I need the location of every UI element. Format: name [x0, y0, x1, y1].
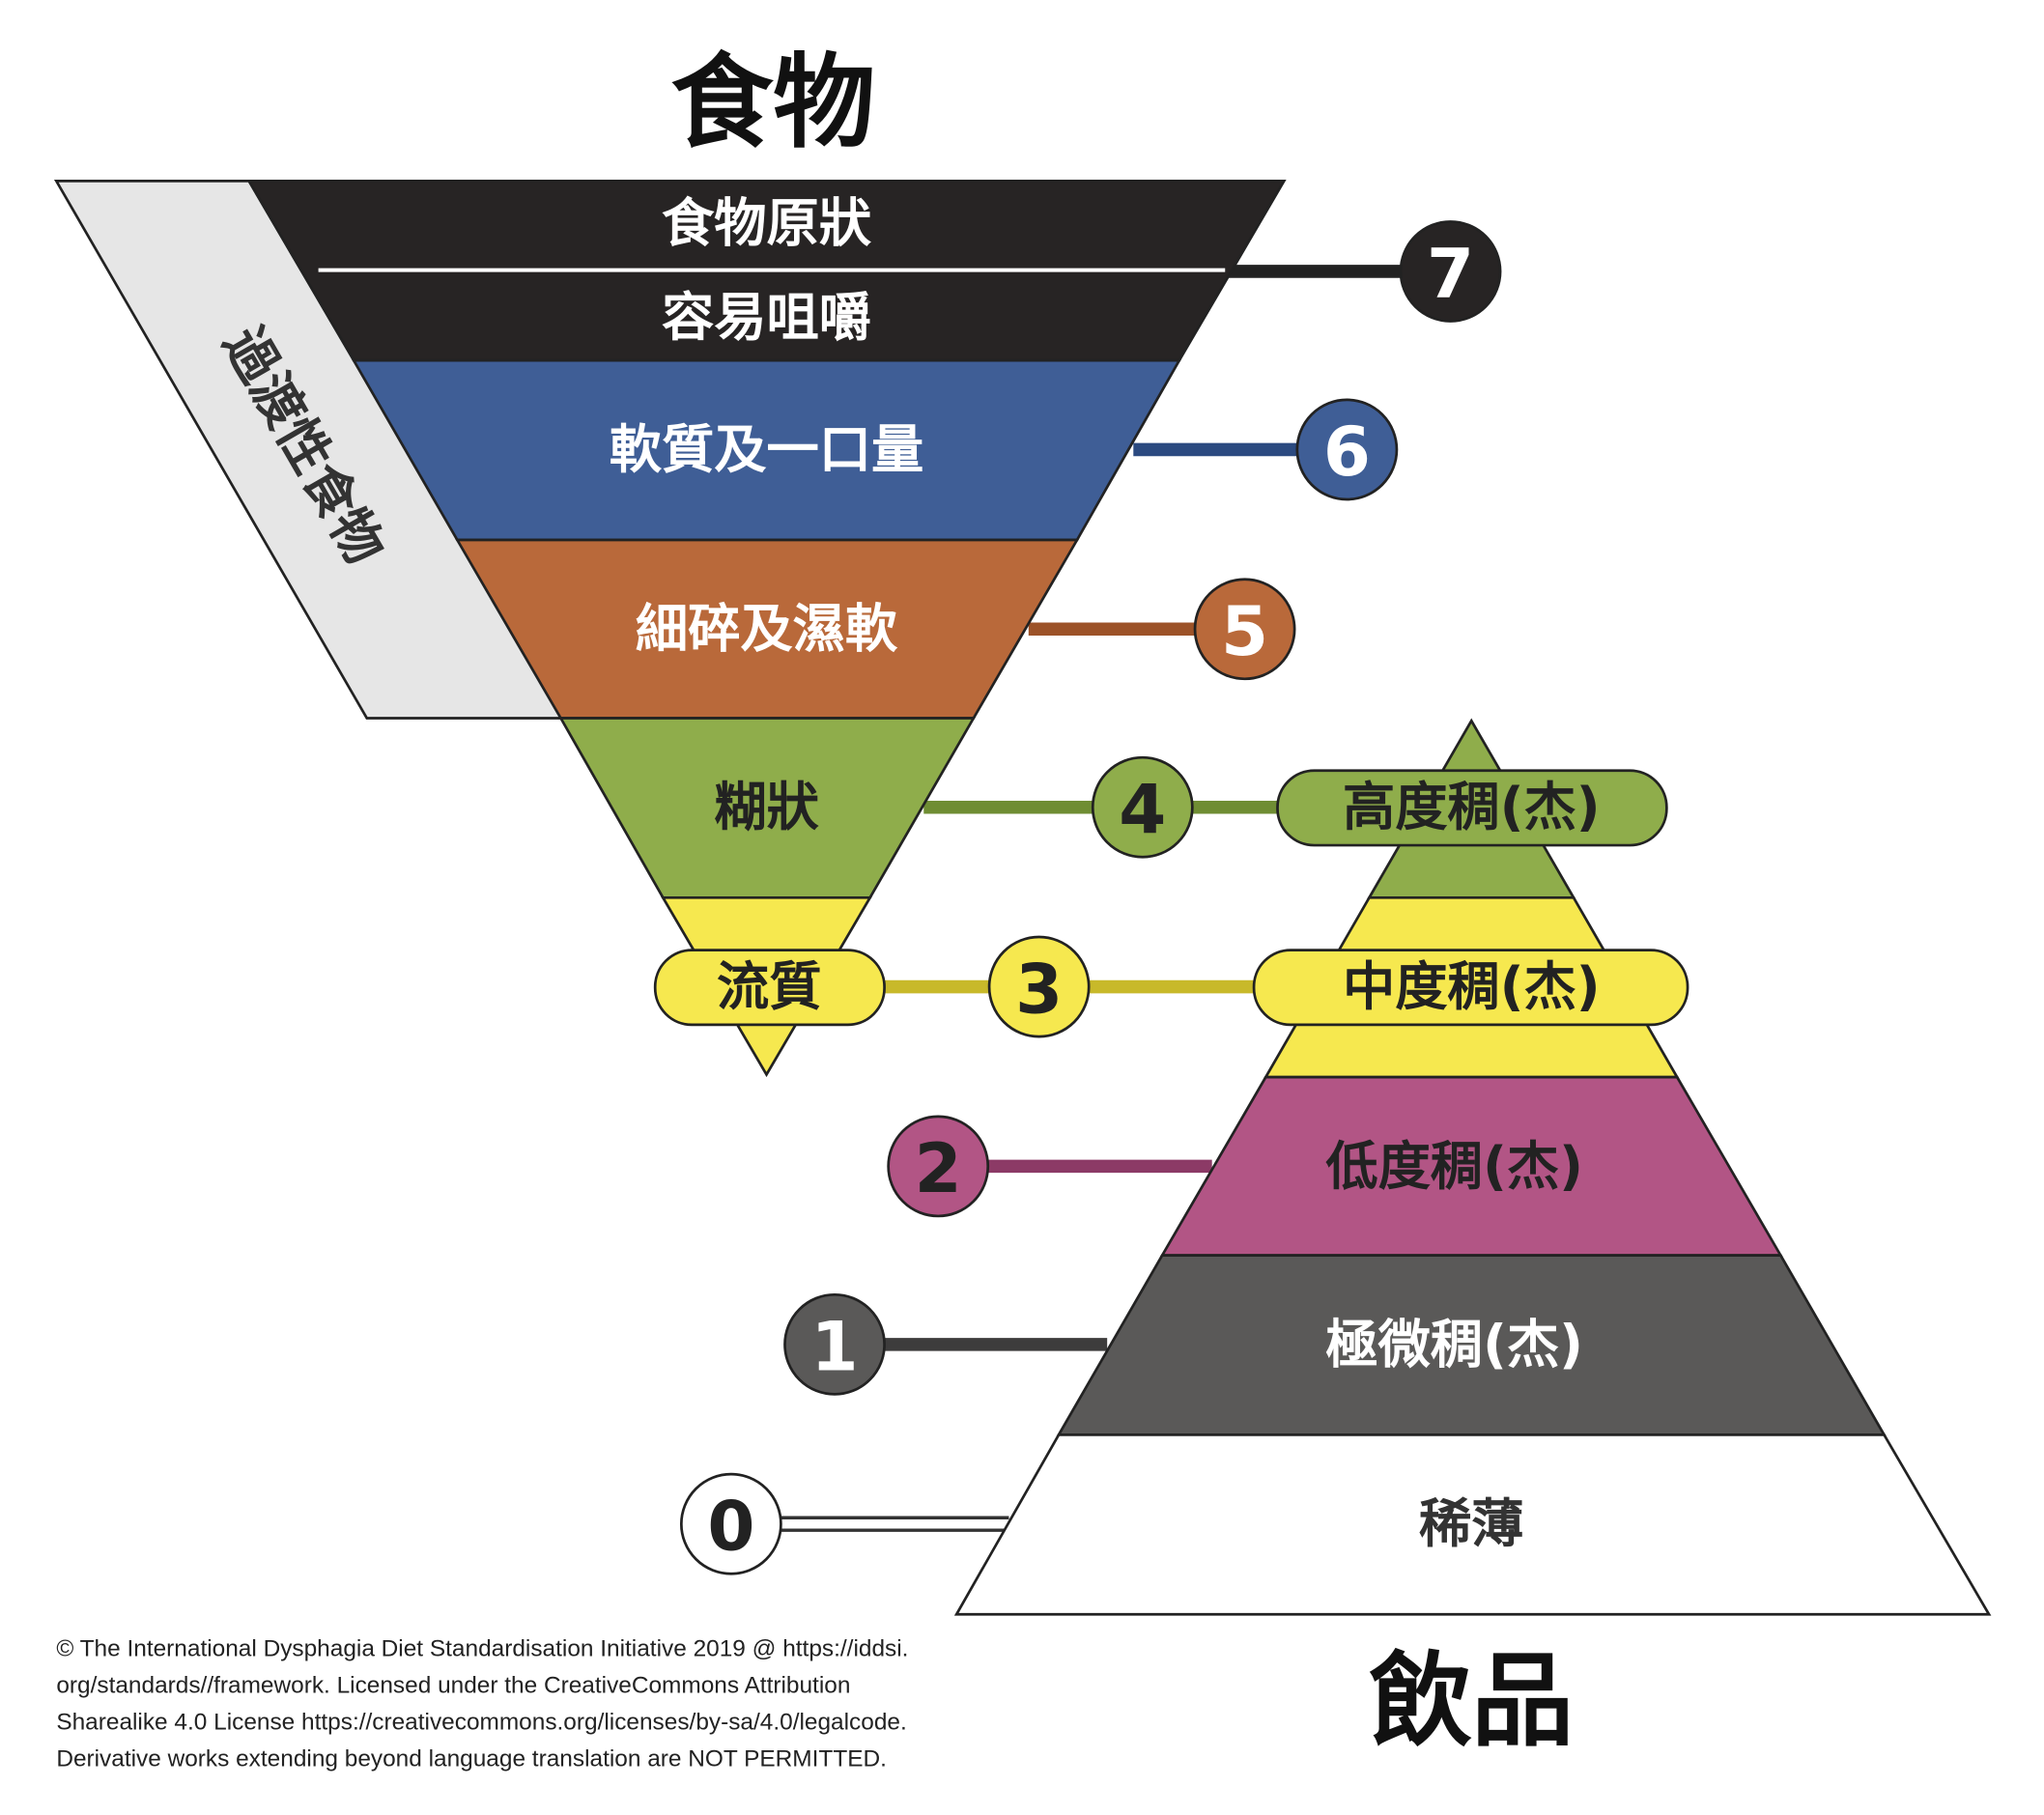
- label-easy-to-chew: 容易咀嚼: [662, 287, 871, 348]
- copyright-line-4: Derivative works extending beyond langua…: [56, 1746, 887, 1772]
- label-moderately-thick: 中度稠(杰): [1343, 956, 1601, 1017]
- label-minced-moist: 細碎及濕軟: [636, 599, 898, 660]
- label-mildly-thick: 低度稠(杰): [1325, 1136, 1583, 1197]
- drinks-pyramid: [953, 718, 1992, 1616]
- level-6-circle: [1295, 398, 1399, 501]
- level-3-circle: [987, 935, 1091, 1038]
- level-5-number: 5: [1221, 592, 1268, 671]
- level-6-number: 6: [1323, 412, 1371, 492]
- band-drink-0: [953, 1433, 1992, 1616]
- label-regular: 食物原狀: [662, 192, 872, 253]
- label-extremely-thick: 高度稠(杰): [1343, 777, 1601, 837]
- level-0-circle: [679, 1472, 782, 1575]
- level-2-circle: [887, 1115, 990, 1218]
- extremely-thick-pill: [1276, 769, 1668, 847]
- label-thin: 稀薄: [1419, 1493, 1524, 1554]
- level-3-number: 3: [1015, 950, 1063, 1029]
- copyright-line-1: © The International Dysphagia Diet Stand…: [56, 1636, 908, 1662]
- level-2-number: 2: [915, 1129, 962, 1208]
- moderately-thick-pill: [1252, 949, 1689, 1027]
- foods-title: 食物: [670, 43, 875, 161]
- level-7-circle: [1399, 220, 1502, 323]
- liquidised-pill: [653, 949, 886, 1027]
- food-funnel: [246, 180, 1287, 1078]
- level-7-number: 7: [1427, 235, 1474, 314]
- copyright-line-2: org/standards//framework. Licensed under…: [56, 1673, 850, 1699]
- level-1-circle: [783, 1292, 886, 1396]
- level-1-number: 1: [810, 1308, 858, 1387]
- label-soft-bite-sized: 軟質及一口量: [610, 419, 924, 480]
- label-slightly-thick: 極微稠(杰): [1325, 1314, 1583, 1375]
- copyright-line-3: Sharealike 4.0 License https://creativec…: [56, 1710, 906, 1736]
- level-4-number: 4: [1119, 770, 1166, 849]
- label-liquidised: 流質: [717, 956, 821, 1017]
- level-circles: [679, 220, 1502, 1575]
- level-0-number: 0: [707, 1487, 754, 1566]
- level-4-circle: [1091, 755, 1194, 859]
- label-pureed: 糊狀: [714, 777, 819, 837]
- drinks-title: 飲品: [1369, 1641, 1574, 1760]
- level-5-circle: [1193, 578, 1296, 681]
